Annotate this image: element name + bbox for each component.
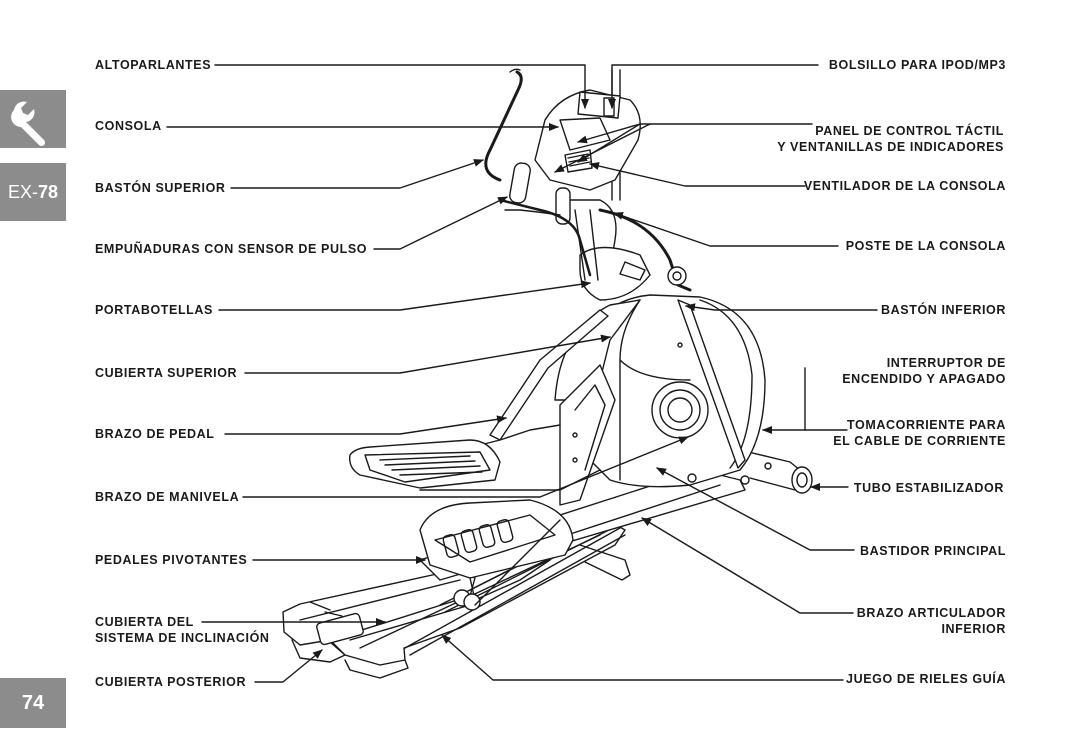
leader-lines-left	[166, 64, 689, 683]
label-empunaduras: EMPUÑADURAS CON SENSOR DE PULSO	[95, 242, 368, 256]
label-panel-line1: PANEL DE CONTROL TÁCTIL	[815, 124, 1004, 138]
label-bolsillo: BOLSILLO PARA IPOD/MP3	[828, 58, 1006, 72]
label-cubierta-inclinacion-line1: CUBIERTA DEL	[95, 615, 194, 629]
page-number: 74	[0, 678, 66, 728]
label-tomacorriente-line2: EL CABLE DE CORRIENTE	[833, 434, 1006, 448]
label-cubierta-inclinacion: CUBIERTA DEL SISTEMA DE INCLINACIÓN	[95, 614, 270, 646]
label-brazo-articulador-line2: INFERIOR	[941, 622, 1006, 636]
model-number: 78	[37, 181, 59, 202]
label-tomacorriente-line1: TOMACORRIENTE PARA	[847, 418, 1006, 432]
label-baston-inferior: BASTÓN INFERIOR	[881, 303, 1006, 317]
label-interruptor-line1: INTERRUPTOR DE	[886, 356, 1006, 370]
label-tomacorriente: TOMACORRIENTE PARA EL CABLE DE CORRIENTE	[833, 417, 1006, 449]
model-prefix: EX-	[7, 181, 38, 202]
label-brazo-articulador-line1: BRAZO ARTICULADOR	[856, 606, 1006, 620]
label-brazo-pedal: BRAZO DE PEDAL	[95, 427, 215, 441]
label-panel-control: PANEL DE CONTROL TÁCTIL Y VENTANILLAS DE…	[777, 123, 1004, 155]
label-brazo-manivela: BRAZO DE MANIVELA	[95, 490, 240, 504]
model-tab: EX-78	[0, 163, 66, 221]
label-rieles: JUEGO DE RIELES GUÍA	[846, 672, 1006, 686]
label-panel-line2: Y VENTANILLAS DE INDICADORES	[777, 140, 1004, 154]
label-interruptor-line2: ENCENDIDO Y APAGADO	[842, 372, 1006, 386]
label-altoparlantes: ALTOPARLANTES	[95, 58, 212, 72]
label-tubo-estabilizador: TUBO ESTABILIZADOR	[853, 481, 1004, 495]
label-cubierta-inclinacion-line2: SISTEMA DE INCLINACIÓN	[95, 631, 270, 645]
label-bastidor: BASTIDOR PRINCIPAL	[860, 544, 1006, 558]
wrench-icon	[11, 101, 46, 147]
label-brazo-articulador: BRAZO ARTICULADOR INFERIOR	[857, 605, 1006, 637]
label-poste: POSTE DE LA CONSOLA	[845, 239, 1006, 253]
label-pedales-pivotantes: PEDALES PIVOTANTES	[95, 553, 248, 567]
elliptical-machine	[282, 68, 813, 679]
label-consola: CONSOLA	[95, 119, 162, 133]
label-ventilador: VENTILADOR DE LA CONSOLA	[803, 179, 1006, 193]
label-portabotellas: PORTABOTELLAS	[95, 303, 213, 317]
label-baston-superior: BASTÓN SUPERIOR	[95, 181, 226, 195]
label-cubierta-superior: CUBIERTA SUPERIOR	[95, 366, 238, 380]
label-cubierta-posterior: CUBIERTA POSTERIOR	[95, 675, 247, 689]
label-interruptor: INTERRUPTOR DE ENCENDIDO Y APAGADO	[842, 355, 1006, 387]
leader-lines-right	[441, 64, 878, 681]
wrench-tab	[0, 90, 66, 148]
